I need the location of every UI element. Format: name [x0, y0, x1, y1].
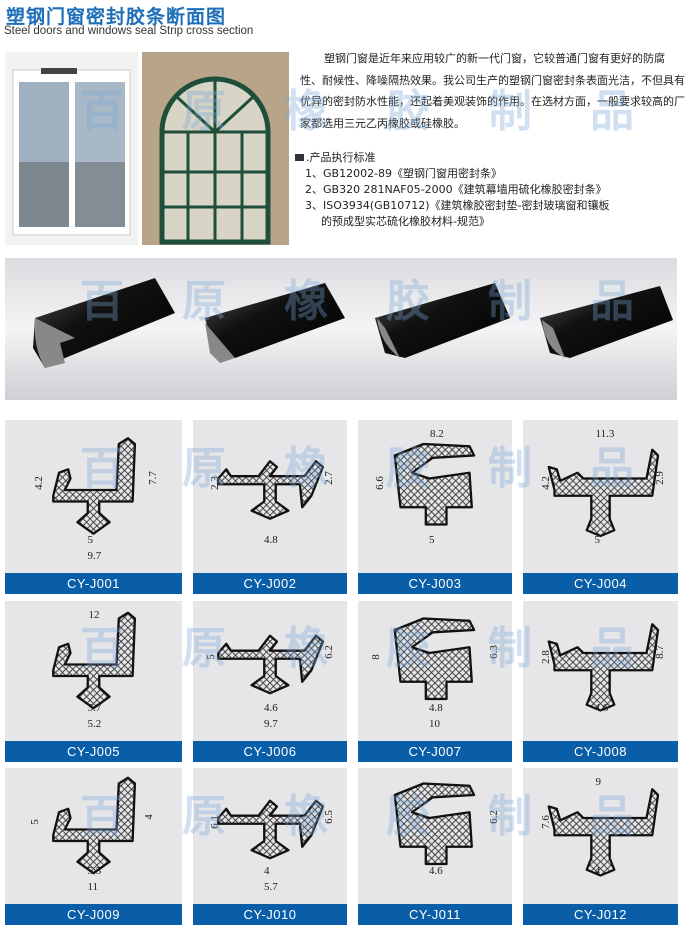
product-code-label: CY-J006 — [193, 741, 347, 762]
profile-cross-section — [52, 611, 137, 710]
dimension-label: 4 — [594, 865, 601, 877]
product-card: CY-J004 11.3 4.2 2.9 5 — [523, 420, 678, 594]
standard-item: 2、GB320 281NAF05-2000《建筑幕墙用硫化橡胶密封条》 — [305, 183, 607, 196]
product-card: CY-J006 5 6.2 4.6 9.7 — [193, 601, 347, 762]
product-code-label: CY-J009 — [5, 904, 182, 925]
profile-cross-section — [547, 448, 660, 538]
profile-cross-section — [547, 623, 660, 712]
page-title: 塑钢门窗密封胶条断面图 — [6, 6, 227, 28]
dimension-label: 5.2 — [87, 718, 102, 730]
standard-item: 1、GB12002-89《塑钢门窗用密封条》 — [305, 167, 503, 180]
profile-cross-section — [217, 634, 325, 695]
dimension-label: 5.5 — [87, 865, 102, 877]
dimension-label: 6.3 — [487, 645, 500, 659]
dimension-label: 9.7 — [87, 550, 102, 562]
dimension-label: 5 — [594, 534, 601, 546]
dimension-label: 5.7 — [264, 881, 278, 893]
dimension-label: 7.7 — [146, 470, 159, 485]
dimension-label: 9.7 — [264, 718, 278, 730]
dimension-label: 10 — [429, 718, 440, 730]
dimension-label: 12 — [88, 609, 100, 621]
product-card: CY-J012 9 7.6 4 — [523, 768, 678, 925]
dimension-label: 4.6 — [264, 702, 278, 714]
dimension-label: 6.2 — [487, 810, 500, 824]
dimension-label: 5 — [204, 654, 217, 660]
product-card: CY-J008 2.8 8.7 4.6 — [523, 601, 678, 762]
dimension-label: 8.7 — [653, 645, 666, 659]
dimension-label: 2.7 — [322, 470, 335, 485]
dimension-label: 11 — [87, 881, 99, 893]
standard-item: 的预成型实芯硫化橡胶材料-规范》 — [321, 215, 490, 228]
product-code-label: CY-J008 — [523, 741, 678, 762]
product-card: CY-J011 6.2 4.6 — [358, 768, 512, 925]
product-code-label: CY-J002 — [193, 573, 347, 594]
product-code-label: CY-J011 — [358, 904, 512, 925]
profile-cross-section — [393, 782, 476, 866]
dimension-label: 4.6 — [594, 702, 609, 714]
profile-cross-section — [52, 776, 137, 875]
profile-cross-section — [547, 788, 660, 877]
profile-cross-section — [217, 799, 325, 860]
product-code-label: CY-J004 — [523, 573, 678, 594]
product-card: CY-J005 12 3.7 5.2 — [5, 601, 182, 762]
product-code-label: CY-J007 — [358, 741, 512, 762]
product-code-label: CY-J001 — [5, 573, 182, 594]
standard-item: 3、ISO3934(GB10712)《建筑橡胶密封垫-密封玻璃窗和镶板 — [305, 199, 610, 212]
profile-cross-section — [52, 437, 137, 535]
profile-cross-section — [217, 460, 325, 520]
dimension-label: 6.5 — [322, 810, 335, 824]
dimension-label: 5 — [429, 534, 435, 546]
dimension-label: 4.8 — [429, 702, 443, 714]
dimension-label: 8 — [369, 654, 382, 660]
product-code-label: CY-J010 — [193, 904, 347, 925]
dimension-label: 4.2 — [539, 475, 552, 490]
product-card: CY-J010 6.1 6.5 4 5.7 — [193, 768, 347, 925]
arched-window-photo — [142, 52, 289, 245]
dimension-label: 4.8 — [264, 534, 278, 546]
rubber-strip-banner — [5, 258, 677, 400]
dimension-label: 5 — [87, 534, 94, 546]
product-card: CY-J002 2.3 2.7 4.8 — [193, 420, 347, 594]
standards-heading: .产品执行标准 — [306, 151, 376, 164]
dimension-label: 6.1 — [208, 815, 221, 829]
dimension-label: 4.2 — [32, 475, 45, 490]
profile-cross-section — [393, 617, 476, 701]
product-card: CY-J007 8 6.3 4.8 10 — [358, 601, 512, 762]
dimension-label: 5 — [28, 819, 41, 825]
dimension-label: 8.2 — [430, 428, 444, 440]
product-code-label: CY-J012 — [523, 904, 678, 925]
page-subtitle: Steel doors and windows seal Strip cross… — [4, 25, 254, 37]
square-bullet-icon — [295, 154, 304, 161]
dimension-label: 2.9 — [653, 470, 666, 485]
product-card: CY-J001 4.2 7.7 5 9.7 — [5, 420, 182, 594]
dimension-label: 7.6 — [539, 815, 552, 829]
dimension-label: 6.6 — [373, 475, 386, 490]
dimension-label: 2.3 — [208, 475, 221, 490]
intro-paragraph: 塑钢门窗是近年来应用较广的新一代门窗，它较普通门窗有更好的防腐性、耐候性、降噪隔… — [300, 52, 685, 130]
profile-cross-section — [393, 442, 476, 526]
product-code-label: CY-J003 — [358, 573, 512, 594]
dimension-label: 11.3 — [595, 428, 615, 440]
dimension-label: 9 — [595, 776, 602, 788]
dimension-label: 2.8 — [539, 650, 552, 664]
dimension-label: 4.6 — [429, 865, 443, 877]
dimension-label: 3.7 — [87, 702, 102, 714]
standards-list: .产品执行标准 1、GB12002-89《塑钢门窗用密封条》 2、GB320 2… — [295, 150, 610, 230]
window-photo — [5, 52, 138, 245]
dimension-label: 4 — [264, 865, 270, 877]
product-code-label: CY-J005 — [5, 741, 182, 762]
product-card: CY-J003 8.2 6.6 5 — [358, 420, 512, 594]
dimension-label: 4 — [142, 814, 155, 820]
product-card: CY-J009 5 4 5.5 11 — [5, 768, 182, 925]
dimension-label: 6.2 — [322, 645, 335, 659]
